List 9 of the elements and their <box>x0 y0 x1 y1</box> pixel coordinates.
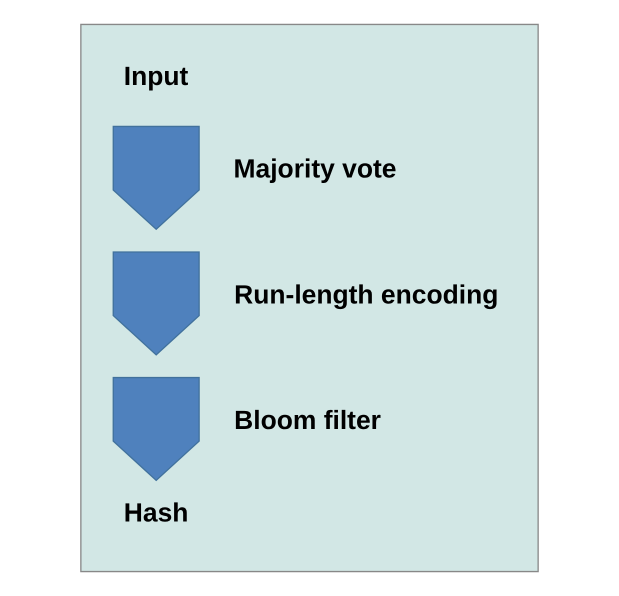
node-label: Majority vote <box>234 154 396 184</box>
node-arrow <box>112 126 200 230</box>
node-label: Run-length encoding <box>234 279 498 310</box>
node-label: Bloom filter <box>234 404 381 435</box>
node-text: Input <box>124 61 188 92</box>
node-arrow <box>112 251 200 356</box>
cluster <box>80 24 539 572</box>
node-arrow <box>112 376 200 482</box>
node-text: Hash <box>124 497 188 528</box>
